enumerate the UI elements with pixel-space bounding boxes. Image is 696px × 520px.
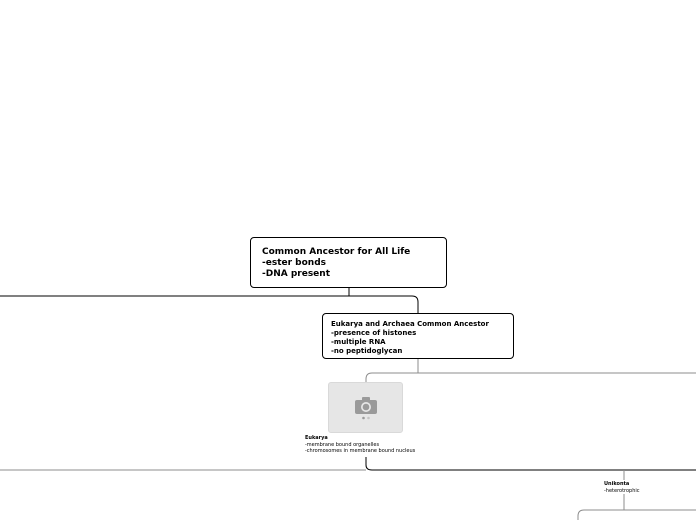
unikonta-label[interactable]: Unikonta -heterotrophic: [604, 481, 640, 494]
root-topic-line: -ester bonds: [262, 258, 327, 268]
root-topic-line: -DNA present: [262, 269, 330, 279]
topic-eukarya-archaea-ancestor[interactable]: Eukarya and Archaea Common Ancestor -pre…: [322, 313, 514, 359]
camera-icon: [355, 397, 377, 420]
eukarya-detail: -chromosomes in membrane bound nucleus: [305, 448, 416, 454]
image-placeholder[interactable]: [328, 382, 403, 433]
root-topic-line: Common Ancestor for All Life: [262, 247, 411, 257]
connector-root-branches: [0, 288, 419, 313]
eukarya-label[interactable]: Eukarya -membrane bound organelles -chro…: [305, 435, 415, 455]
eukarya-detail: -membrane bound organelles: [305, 441, 380, 448]
sub-topic-line: -no peptidoglycan: [331, 347, 403, 355]
eukarya-title: Eukarya: [305, 435, 328, 441]
sub-topic-line: -multiple RNA: [331, 338, 386, 346]
connector-unikonta: [577, 470, 696, 520]
unikonta-title: Unikonta: [604, 481, 630, 487]
sub-topic-line: Eukarya and Archaea Common Ancestor: [331, 320, 489, 328]
connector-eukarya-down: [365, 457, 696, 471]
root-topic-common-ancestor[interactable]: Common Ancestor for All Life -ester bond…: [250, 237, 447, 288]
sub-topic-line: -presence of histones: [331, 329, 417, 337]
connector-sub-to-children: [365, 359, 696, 382]
unikonta-detail: -heterotrophic: [604, 487, 640, 494]
